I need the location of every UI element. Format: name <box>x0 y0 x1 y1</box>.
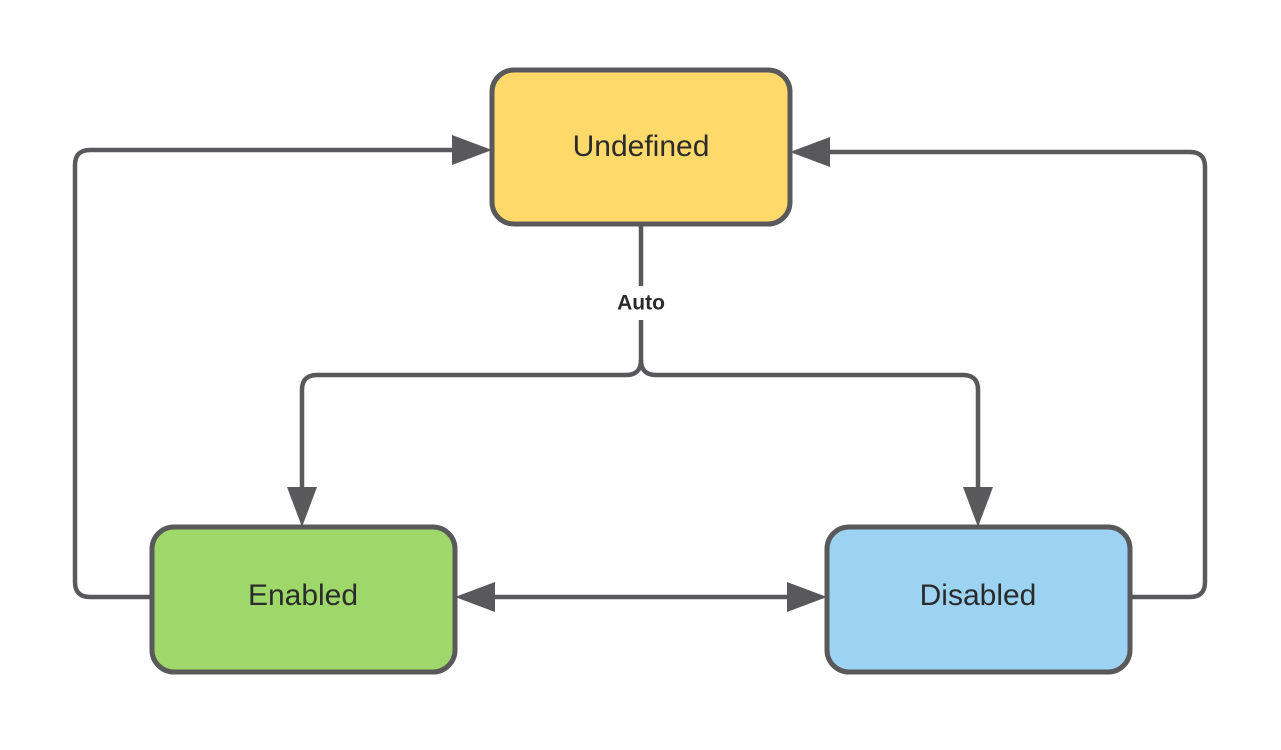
edge-disabled-to-undefined-arrowhead <box>790 137 830 167</box>
edge-group <box>72 135 1208 612</box>
edge-enabled-to-undefined-arrowhead <box>452 135 492 165</box>
edge-enabled-disabled-bidirectional[interactable] <box>455 582 827 612</box>
node-disabled[interactable]: Disabled <box>824 524 1133 675</box>
node-enabled-label: Enabled <box>248 579 358 612</box>
edge-disabled-to-undefined[interactable] <box>790 137 1208 600</box>
edge-enabled-disabled-arrowhead-left <box>455 582 495 612</box>
node-undefined-label: Undefined <box>573 130 710 163</box>
node-enabled-shape <box>149 524 458 675</box>
edge-disabled-to-undefined-path <box>820 149 1208 600</box>
edge-enabled-to-undefined-path <box>72 147 462 600</box>
edge-undefined-to-enabled-path <box>299 359 644 492</box>
node-disabled-label: Disabled <box>920 579 1037 612</box>
edge-undefined-to-disabled-arrowhead <box>963 487 993 527</box>
edge-enabled-disabled-arrowhead-right <box>787 582 827 612</box>
node-disabled-shape <box>824 524 1133 675</box>
auto-label-backing <box>597 286 685 320</box>
edge-undefined-to-enabled[interactable] <box>287 359 644 527</box>
node-enabled[interactable]: Enabled <box>149 524 458 675</box>
node-undefined-shape <box>489 67 793 227</box>
edge-enabled-to-undefined[interactable] <box>72 135 492 600</box>
edge-undefined-to-disabled[interactable] <box>638 359 993 527</box>
edge-undefined-to-enabled-arrowhead <box>287 487 317 527</box>
edge-label-auto: Auto <box>617 292 665 315</box>
node-undefined[interactable]: Undefined <box>489 67 793 227</box>
edge-undefined-to-disabled-path <box>638 359 981 492</box>
edge-label-auto-group: Auto <box>597 286 685 320</box>
